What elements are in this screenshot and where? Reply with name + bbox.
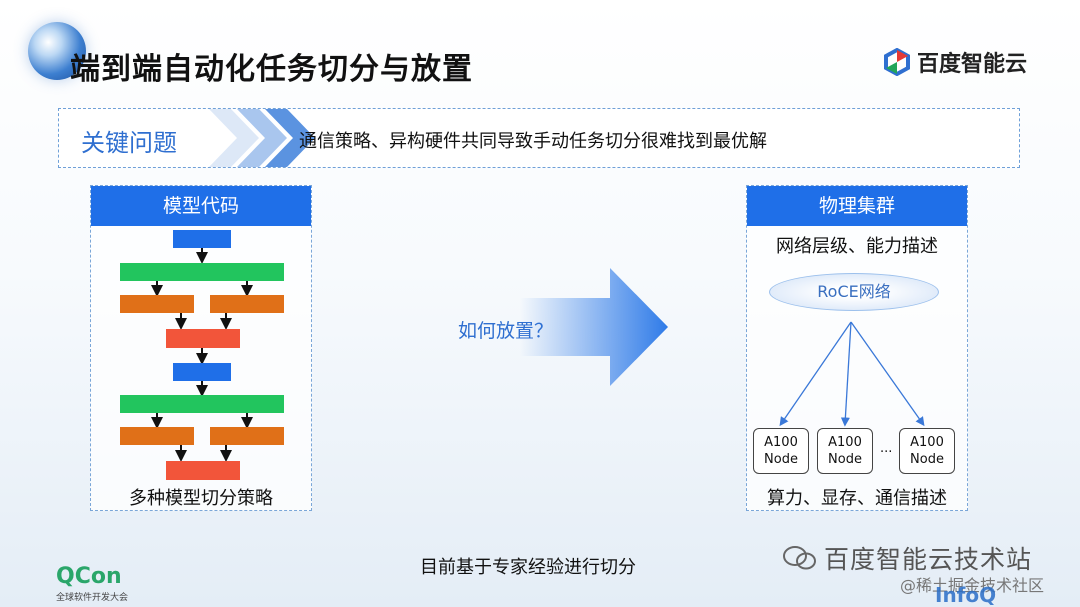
node-ellipsis: ... — [880, 441, 893, 456]
layer-block-orange — [210, 427, 284, 445]
model-panel-footer: 多种模型切分策略 — [129, 488, 273, 509]
roce-network-node: RoCE网络 — [769, 273, 939, 311]
network-link-arrows — [779, 321, 925, 427]
layer-block-red — [166, 461, 240, 480]
layer-block-green — [120, 263, 284, 281]
watermark-small: @稀土掘金技术社区 — [900, 576, 1045, 595]
bottom-note: 目前基于专家经验进行切分 — [420, 557, 636, 578]
wechat-icon — [783, 546, 816, 570]
page-title: 端到端自动化任务切分与放置 — [70, 52, 473, 87]
qcon-logo: QCon 全球软件开发大会 — [56, 564, 129, 604]
physical-cluster-title: 物理集群 — [747, 186, 967, 226]
layer-block-blue — [173, 363, 231, 381]
globe-logo-icon — [28, 22, 86, 80]
layer-block-orange — [120, 295, 194, 313]
key-issue-label: 关键问题 — [81, 129, 177, 157]
model-code-title: 模型代码 — [91, 186, 311, 226]
infoq-logo: InfoQ — [935, 583, 997, 607]
layer-block-orange — [210, 295, 284, 313]
cluster-subtitle: 网络层级、能力描述 — [776, 236, 938, 257]
watermark: 百度智能云技术站 — [782, 540, 1032, 576]
layer-block-green — [120, 395, 284, 413]
cluster-panel-footer: 算力、显存、通信描述 — [767, 488, 947, 509]
model-code-panel: 模型代码 多种模型切分策略 — [90, 185, 312, 511]
hexagon-logo-icon — [884, 48, 910, 76]
brand-name: 百度智能云 — [917, 52, 1028, 77]
model-graph-arrows — [151, 248, 253, 462]
layer-block-red — [166, 329, 240, 348]
chevron-right-icon — [209, 109, 315, 167]
layer-block-orange — [120, 427, 194, 445]
key-issue-text: 通信策略、异构硬件共同导致手动任务切分很难找到最优解 — [299, 131, 767, 152]
brand-logo: 百度智能云 — [883, 46, 1027, 78]
right-arrow-icon — [520, 268, 668, 386]
layer-block-blue — [173, 230, 231, 248]
key-issue-bar: 关键问题 通信策略、异构硬件共同导致手动任务切分很难找到最优解 — [58, 108, 1020, 168]
